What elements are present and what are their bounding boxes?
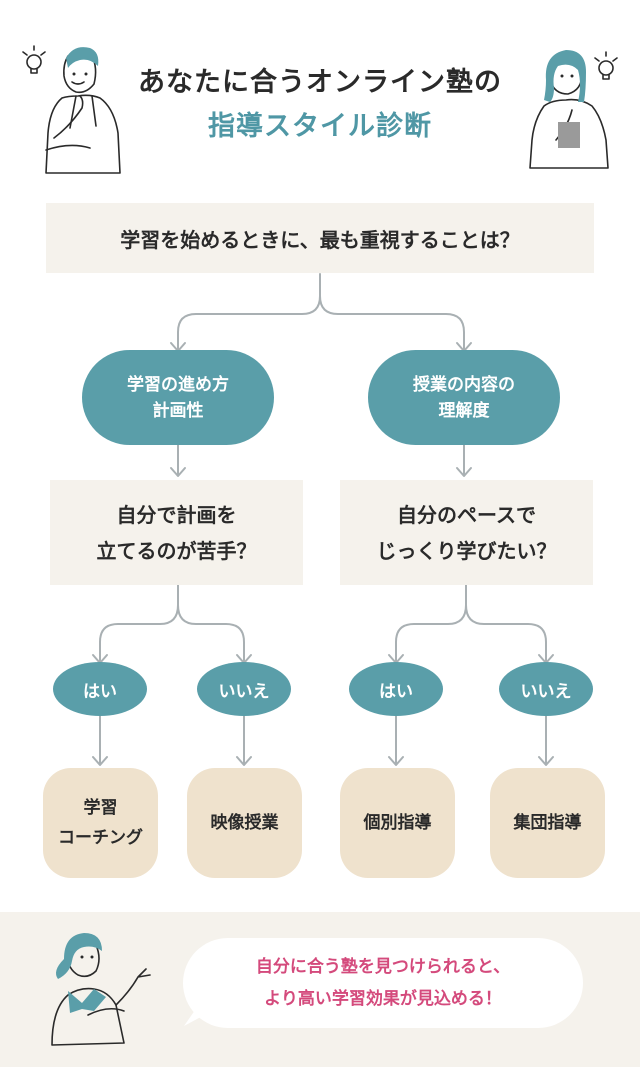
sub-question-left: 自分で計画を 立てるのが苦手？ bbox=[50, 480, 303, 585]
answer-right-no: いいえ bbox=[499, 662, 593, 716]
thinking-woman-illustration bbox=[529, 50, 618, 169]
footer-message-line1: 自分に合う塾を見つけられると、 bbox=[255, 957, 511, 977]
answer-right-yes: はい bbox=[349, 662, 443, 716]
sub-question-right-line1: 自分のペースで bbox=[397, 502, 536, 527]
result-4-line1: 集団指導 bbox=[513, 813, 582, 833]
sub-question-right: 自分のペースで じっくり学びたい？ bbox=[340, 480, 593, 585]
footer-message-line2: より高い学習効果が見込める！ bbox=[264, 989, 502, 1009]
result-3-line1: 個別指導 bbox=[363, 813, 432, 833]
student-hair bbox=[56, 933, 102, 979]
criterion-pill-right: 授業の内容の 理解度 bbox=[368, 350, 560, 445]
sub-question-left-line2: 立てるのが苦手？ bbox=[96, 538, 257, 563]
criterion-left-line2: 計画性 bbox=[152, 400, 204, 421]
page-subtitle: 指導スタイル診断 bbox=[208, 111, 432, 142]
woman-apron bbox=[558, 122, 580, 148]
student-collar bbox=[68, 989, 106, 1013]
result-learning-coaching: 学習 コーチング bbox=[43, 768, 158, 878]
result-video-lessons: 映像授業 bbox=[187, 768, 302, 878]
criterion-left-line1: 学習の進め方 bbox=[127, 374, 229, 395]
main-question: 学習を始めるときに、最も重視することは？ bbox=[46, 203, 594, 273]
sub-question-right-line2: じっくり学びたい？ bbox=[376, 538, 557, 563]
criterion-right-line2: 理解度 bbox=[438, 400, 490, 421]
result-1-line1: 学習 bbox=[83, 798, 118, 818]
speech-bubble: 自分に合う塾を見つけられると、 より高い学習効果が見込める！ bbox=[183, 938, 583, 1028]
result-2-line1: 映像授業 bbox=[210, 813, 279, 833]
criterion-right-line1: 授業の内容の bbox=[413, 374, 515, 395]
page-title: あなたに合うオンライン塾の bbox=[138, 67, 502, 98]
criterion-pill-left: 学習の進め方 計画性 bbox=[82, 350, 274, 445]
answer-left-yes: はい bbox=[53, 662, 147, 716]
result-1-line2: コーチング bbox=[58, 828, 143, 848]
man-hair bbox=[66, 47, 99, 68]
answer-left-no: いいえ bbox=[197, 662, 291, 716]
woman-hair bbox=[544, 50, 586, 102]
pointing-student-illustration bbox=[51, 933, 151, 1046]
sub-question-left-line1: 自分で計画を bbox=[116, 502, 237, 527]
result-individual-tutoring: 個別指導 bbox=[340, 768, 455, 878]
result-group-tutoring: 集団指導 bbox=[490, 768, 605, 878]
thinking-man-illustration bbox=[22, 45, 121, 174]
